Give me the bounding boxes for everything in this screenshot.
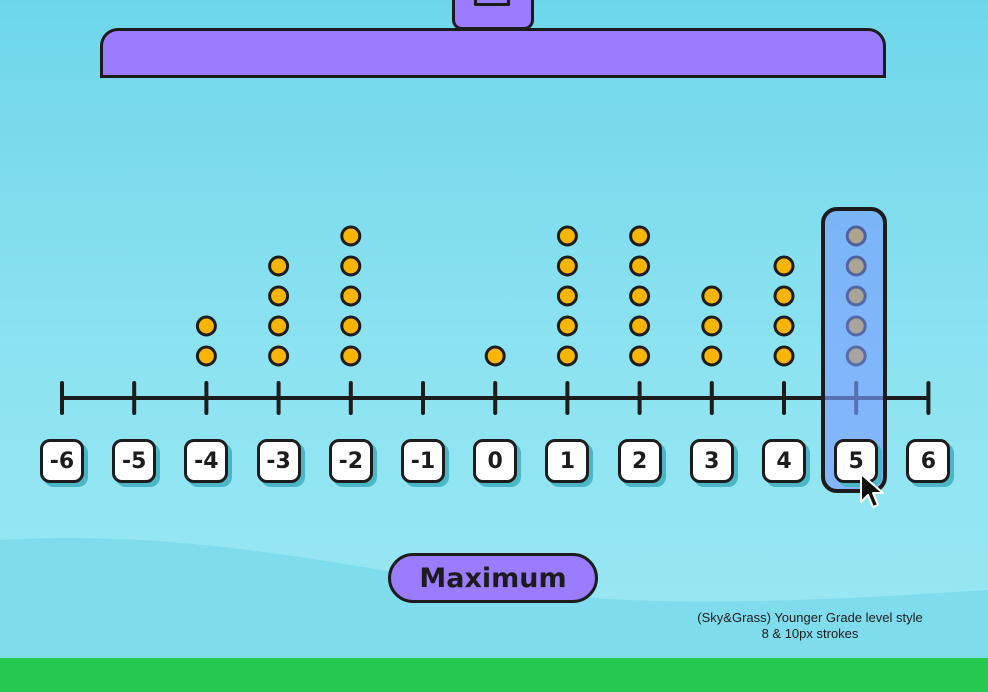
data-dot xyxy=(629,315,651,337)
data-dot xyxy=(773,285,795,307)
data-dot xyxy=(556,225,578,247)
number-tile[interactable]: -6 xyxy=(40,439,84,483)
data-dot xyxy=(629,255,651,277)
maximum-button[interactable]: Maximum xyxy=(388,553,598,603)
data-dot xyxy=(268,255,290,277)
data-dot xyxy=(845,345,867,367)
data-dot xyxy=(268,345,290,367)
data-dot xyxy=(340,315,362,337)
tray-hanger-neck xyxy=(474,0,510,6)
data-dot xyxy=(340,255,362,277)
number-tile[interactable]: 4 xyxy=(762,439,806,483)
data-dot xyxy=(701,315,723,337)
style-note-line-2: 8 & 10px strokes xyxy=(761,626,859,641)
number-tile[interactable]: 0 xyxy=(473,439,518,483)
number-tile[interactable]: -4 xyxy=(184,439,229,483)
number-tile[interactable]: -2 xyxy=(328,439,373,483)
data-dot xyxy=(556,285,578,307)
data-dot xyxy=(773,255,795,277)
data-dot xyxy=(629,225,651,247)
number-tile[interactable]: 5 xyxy=(834,439,879,483)
data-dot xyxy=(556,345,578,367)
data-dot xyxy=(484,345,506,367)
data-dot xyxy=(195,315,217,337)
data-dot xyxy=(340,345,362,367)
grass-ground xyxy=(0,658,988,692)
data-dot xyxy=(773,315,795,337)
data-dot xyxy=(195,345,217,367)
data-dot xyxy=(629,285,651,307)
data-dot xyxy=(845,255,867,277)
data-dot xyxy=(773,345,795,367)
number-tile[interactable]: -5 xyxy=(112,439,157,483)
number-tile[interactable]: -1 xyxy=(401,439,445,483)
data-dot xyxy=(845,315,867,337)
number-tile[interactable]: 3 xyxy=(689,439,734,483)
data-dot xyxy=(340,285,362,307)
number-tile[interactable]: 1 xyxy=(545,439,590,483)
number-tile[interactable]: 2 xyxy=(617,439,662,483)
data-dot xyxy=(845,225,867,247)
answer-tray xyxy=(100,28,886,78)
data-dot xyxy=(629,345,651,367)
data-dot xyxy=(701,285,723,307)
data-dot xyxy=(340,225,362,247)
number-tile[interactable]: -3 xyxy=(256,439,301,483)
number-tile[interactable]: 6 xyxy=(906,439,951,483)
data-dot xyxy=(845,285,867,307)
maximum-button-label: Maximum xyxy=(419,562,567,594)
style-note-line-1: (Sky&Grass) Younger Grade level style xyxy=(697,610,923,625)
style-note: (Sky&Grass) Younger Grade level style 8 … xyxy=(660,610,960,642)
data-dot xyxy=(701,345,723,367)
data-dot xyxy=(268,285,290,307)
data-dot xyxy=(268,315,290,337)
data-dot xyxy=(556,255,578,277)
data-dot xyxy=(556,315,578,337)
